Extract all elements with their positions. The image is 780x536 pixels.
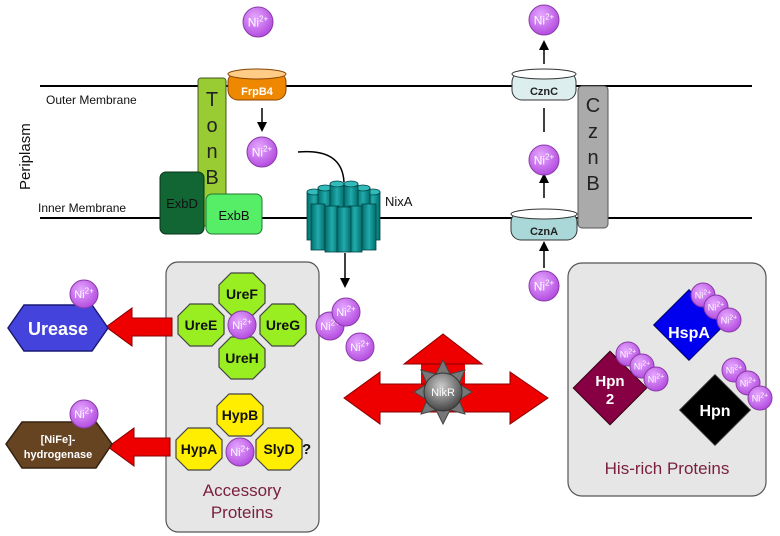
nickel-ion: Ni2+ [242, 6, 274, 38]
czna-top [510, 208, 578, 220]
nickel-ion: Ni2+ [331, 297, 361, 327]
nixa-label: NixA [385, 194, 413, 209]
accessory-label-line1: Accessory [203, 481, 282, 500]
periplasm-label: Periplasm [17, 123, 34, 190]
nickel-ion-label: Ni2+ [336, 304, 356, 319]
hypb-octagon: HypB [216, 393, 264, 437]
cznb-protein [577, 85, 609, 229]
outer-membrane-label: Outer Membrane [46, 93, 137, 107]
hydrogenase-label-line1: [NiFe]- [41, 434, 76, 446]
czna-label: CznA [530, 226, 558, 238]
nickel-ion: Ni2+ [246, 136, 278, 168]
slyd-octagon: SlyD [255, 427, 303, 471]
svg-text:UreF: UreF [226, 286, 258, 302]
nickel-ion-label: Ni2+ [740, 377, 756, 388]
ureh-octagon: UreH [218, 336, 266, 380]
svg-text:Hpn: Hpn [699, 403, 730, 420]
frpb4-label: FrpB4 [241, 86, 274, 98]
hydrogenase-label-line2: hydrogenase [24, 449, 92, 461]
nickel-ion: Ni2+ [345, 332, 375, 362]
nickel-ion-label: Ni2+ [74, 406, 94, 421]
nickel-ion-label: Ni2+ [350, 339, 370, 354]
tonb-letter-1: T [206, 89, 218, 111]
hpn-diamond: Hpn [678, 373, 752, 447]
svg-text:HspA: HspA [668, 325, 710, 342]
exbb-protein [205, 193, 263, 235]
exbd-protein [159, 171, 205, 235]
frpb4-top [227, 68, 287, 80]
accessory-label-line2: Proteins [211, 503, 273, 522]
svg-text:UreG: UreG [266, 317, 300, 333]
arrow-to-urease [105, 307, 173, 347]
nickel-ion-label: Ni2+ [534, 278, 555, 293]
nickel-ion-label: Ni2+ [320, 318, 340, 333]
svg-text:HypA: HypA [181, 441, 218, 457]
nickel-ion: Ni2+ [227, 310, 257, 340]
svg-text:UreE: UreE [185, 317, 218, 333]
svg-text:2: 2 [606, 391, 614, 408]
nickel-ion-label: Ni2+ [248, 14, 269, 29]
nickel-ion: Ni2+ [225, 437, 255, 467]
hpn2-diamond: Hpn 2 [572, 350, 648, 426]
hypa-octagon: HypA [175, 427, 223, 471]
tonb-letter-2: o [206, 115, 217, 137]
svg-text:Hpn: Hpn [595, 373, 624, 390]
uref-octagon: UreF [218, 272, 266, 316]
nickel-ion-label: Ni2+ [708, 301, 724, 312]
nixa-pathway-line [297, 150, 345, 183]
cznb-letter-3: n [587, 147, 598, 169]
nickel-ion-label: Ni2+ [726, 364, 742, 375]
cznb-letter-4: B [586, 173, 599, 195]
nickel-ion-label: Ni2+ [634, 360, 650, 371]
nickel-ion-label: Ni2+ [648, 373, 664, 384]
exbd-label: ExbD [166, 196, 198, 211]
cznc-top [511, 68, 577, 80]
nickel-ion-label: Ni2+ [620, 348, 636, 359]
arrow-to-hydrogenase [107, 427, 171, 467]
nickel-ion: Ni2+ [716, 307, 742, 333]
nickel-ion-label: Ni2+ [74, 286, 94, 301]
nickel-ion: Ni2+ [69, 279, 99, 309]
nickel-ion-label: Ni2+ [695, 289, 711, 300]
tonb-letter-4: B [205, 167, 218, 189]
nikr-label: NikR [431, 387, 455, 399]
svg-text:HypB: HypB [222, 407, 259, 423]
cznb-letter-2: z [588, 121, 598, 143]
his-rich-label: His-rich Proteins [605, 459, 730, 478]
uree-octagon: UreE [177, 303, 225, 347]
exbb-label: ExbB [218, 208, 249, 223]
nikr-regulator: NikR [343, 333, 549, 426]
nickel-ion: Ni2+ [528, 270, 560, 302]
cznb-letter-1: C [586, 95, 600, 117]
nickel-ion-label: Ni2+ [752, 392, 768, 403]
inner-membrane-label: Inner Membrane [38, 201, 126, 215]
cznc-label: CznC [530, 86, 558, 98]
nickel-ion: Ni2+ [528, 4, 560, 36]
nickel-ion: Ni2+ [69, 399, 99, 429]
tonb-letter-3: n [206, 141, 217, 163]
nixa-transporter [306, 180, 381, 253]
nickel-ion-label: Ni2+ [230, 444, 250, 459]
nickel-ion: Ni2+ [747, 385, 773, 411]
nickel-ion-label: Ni2+ [252, 144, 273, 159]
nickel-ion-label: Ni2+ [534, 152, 555, 167]
svg-text:UreH: UreH [225, 350, 258, 366]
nickel-ion-label: Ni2+ [232, 317, 252, 332]
slyd-question-mark: ? [302, 441, 311, 458]
svg-text:SlyD: SlyD [263, 441, 294, 457]
nickel-ion-label: Ni2+ [721, 314, 737, 325]
nickel-ion-label: Ni2+ [534, 12, 555, 27]
nickel-ion: Ni2+ [643, 366, 669, 392]
ureg-octagon: UreG [259, 303, 307, 347]
urease-label: Urease [28, 319, 88, 339]
nickel-ion: Ni2+ [528, 144, 560, 176]
